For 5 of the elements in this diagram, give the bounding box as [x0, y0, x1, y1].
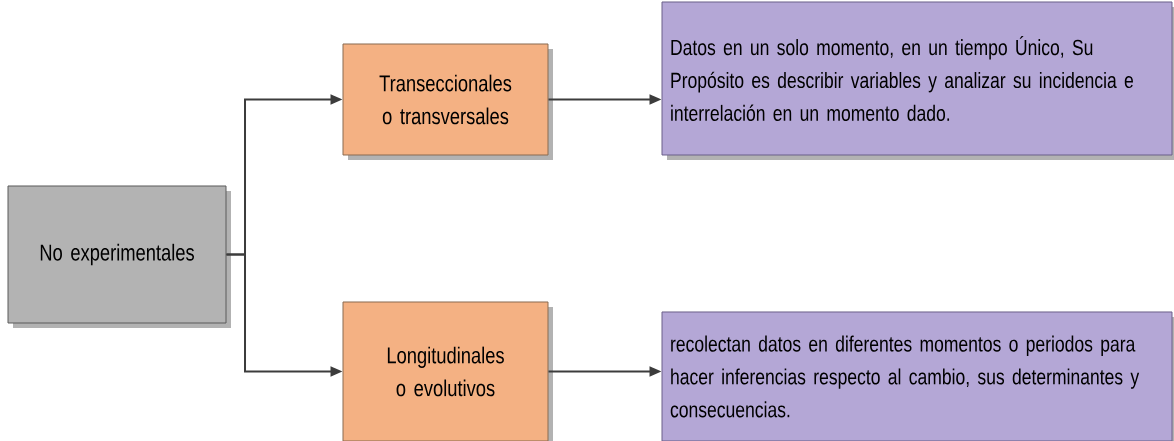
root-box: No experimentales: [7, 185, 231, 328]
description-box: Datos en un solo momento, en un tiempo Único, Su Propósito es describir variables y analizar su incidencia e interrelación en un momento dado.: [661, 1, 1174, 160]
category-box: Longitudinales o evolutivos: [342, 301, 553, 441]
description-box: recolectan datos en diferentes momentos o periodos para hacer inferencias respecto al cambio, sus determinantes y consecuencias.: [661, 311, 1174, 441]
category-box: Transeccionales o transversales: [342, 43, 553, 160]
